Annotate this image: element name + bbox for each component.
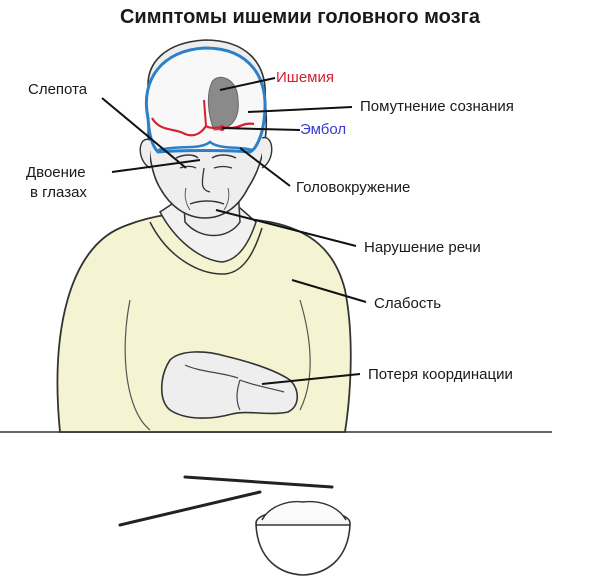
label-speech: Нарушение речи bbox=[364, 239, 481, 256]
sweater-neckline bbox=[149, 221, 263, 275]
label-coordination: Потеря координации bbox=[368, 366, 513, 383]
bowl bbox=[255, 524, 351, 576]
label-double-vision-1: Двоение bbox=[26, 164, 86, 181]
label-ischemia: Ишемия bbox=[276, 69, 334, 86]
label-blindness: Слепота bbox=[28, 81, 88, 98]
label-weakness: Слабость bbox=[374, 295, 442, 312]
vessel-left bbox=[151, 117, 207, 137]
chopstick-2 bbox=[118, 490, 262, 527]
label-embolus: Эмбол bbox=[300, 121, 347, 138]
chopstick-1 bbox=[183, 475, 334, 489]
label-double-vision-2: в глазах bbox=[30, 184, 87, 201]
brain-outline bbox=[145, 46, 267, 154]
label-clouding: Помутнение сознания bbox=[360, 98, 514, 115]
diagram-title: Симптомы ишемии головного мозга bbox=[119, 6, 481, 28]
ischemia-zone bbox=[207, 77, 239, 131]
label-dizziness: Головокружение bbox=[296, 179, 411, 196]
leader-lines bbox=[101, 77, 367, 385]
